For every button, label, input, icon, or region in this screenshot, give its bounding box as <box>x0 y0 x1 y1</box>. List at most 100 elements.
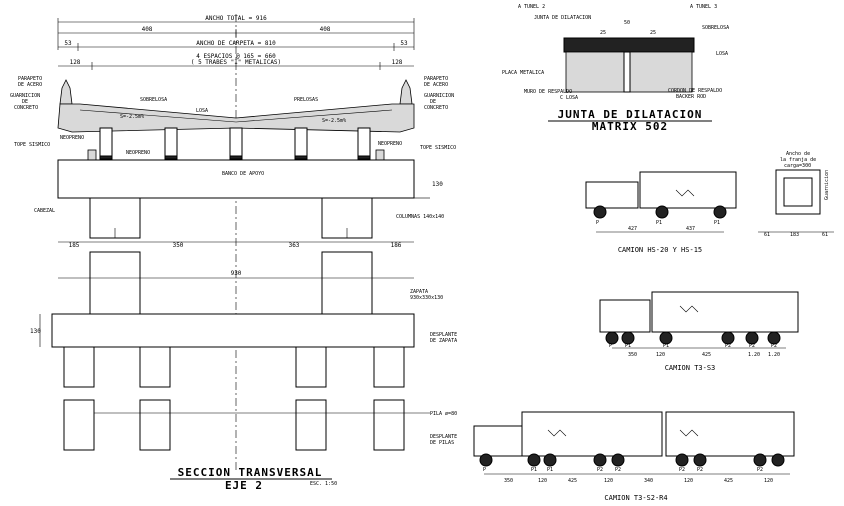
steel-girders <box>99 127 371 160</box>
joint-cordon-1: CORDON DE RESPALDO <box>668 88 722 94</box>
truck2-wheel <box>621 331 635 345</box>
truck3-axle-label: P2 <box>697 467 703 473</box>
label-neopreno-l: NEOPRENO <box>60 135 84 141</box>
truck3-dim-label: 425 <box>724 478 733 484</box>
truck1-axle-p1a: P1 <box>656 220 662 226</box>
dim-185: 185 <box>69 242 80 249</box>
end-ancho-1: Ancho de <box>786 151 810 157</box>
label-de-l: DE <box>22 99 28 105</box>
truck2-wheel <box>721 331 735 345</box>
truck3-dim-label: 425 <box>568 478 577 484</box>
label-desplante-pilas-2: DE PILAS <box>430 440 454 446</box>
truck1-axle-p: P <box>596 220 599 226</box>
joint-overlay-slab <box>563 37 695 53</box>
label-guarnicion-l: GUARNICION <box>10 93 40 99</box>
truck1-dim-437: 437 <box>686 226 695 232</box>
label-parapeto-l: PARAPETO <box>18 76 42 82</box>
dim-186: 186 <box>391 242 402 249</box>
truck2-axle-label: P2 <box>725 343 731 349</box>
truck2-dim-label: 350 <box>628 352 637 358</box>
truck3-wheel <box>611 453 625 467</box>
truck2-dim-label: 1.20 <box>748 352 760 358</box>
truck3-axle-label: P2 <box>597 467 603 473</box>
label-guarnicion-r: GUARNICION <box>424 93 454 99</box>
piles <box>63 346 405 451</box>
label-zapata-dim: 930x330x130 <box>410 295 443 301</box>
dim-130-cap: 130 <box>432 181 443 188</box>
truck3-dim-label: 350 <box>504 478 513 484</box>
label-columnas: COLUMNAS 140x140 <box>396 214 444 220</box>
joint-tunel-right: A TUNEL 3 <box>690 4 717 10</box>
truck2-dim-label: 120 <box>656 352 665 358</box>
truck2-axle-label: P2 <box>749 343 755 349</box>
label-de-acero-r: DE ACERO <box>424 82 448 88</box>
dim-130-footing: 130 <box>30 328 41 335</box>
dim-408-right: 408 <box>320 26 331 33</box>
deck-slab <box>57 103 415 133</box>
truck3-wheel <box>543 453 557 467</box>
end-ancho-3: carga=300 <box>784 163 811 169</box>
truck2-axle-label: P <box>609 343 612 349</box>
label-tope-sismico-l: TOPE SISMICO <box>14 142 50 148</box>
parapet-left <box>59 79 73 105</box>
column-right-lower <box>321 251 373 315</box>
joint-muro-2: C LOSA <box>560 95 578 101</box>
truck3-wheel <box>771 453 785 467</box>
footing <box>51 313 415 348</box>
dim-128-right: 128 <box>392 59 403 66</box>
truck2-wheel <box>659 331 673 345</box>
dim-128-left: 128 <box>70 59 81 66</box>
truck3-dim-label: 120 <box>764 478 773 484</box>
truck3-cab <box>473 425 523 457</box>
joint-tunel-left: A TUNEL 2 <box>518 4 545 10</box>
dim-363: 363 <box>289 242 300 249</box>
truck3-axle-label: P2 <box>615 467 621 473</box>
dim-53-right: 53 <box>400 40 408 47</box>
parapet-right <box>399 79 413 105</box>
truck3-axle-label: P1 <box>531 467 537 473</box>
truck3-axle-label: P2 <box>757 467 763 473</box>
truck1-dim-427: 427 <box>628 226 637 232</box>
truck3-axle-label: P2 <box>679 467 685 473</box>
truck3-dim-label: 120 <box>684 478 693 484</box>
dim-350: 350 <box>173 242 184 249</box>
truck2-axle-label: P2 <box>771 343 777 349</box>
dim-carpet-width: ANCHO DE CARPETA = 810 <box>196 40 276 47</box>
truck2-cab <box>599 299 651 333</box>
truck3-axle-label: P <box>483 467 486 473</box>
dim-408-left: 408 <box>142 26 153 33</box>
label-de-acero-l: DE ACERO <box>18 82 42 88</box>
label-slope-left: S=-2.5m% <box>120 114 144 120</box>
end-dim-183: 183 <box>790 232 799 238</box>
label-concreto-l: CONCRETO <box>14 105 38 111</box>
truck1-cab <box>585 181 639 209</box>
label-pila: PILA ø=80 <box>430 411 457 417</box>
label-desplante-zapata-2: DE ZAPATA <box>430 338 457 344</box>
joint-sobrelosa: SOBRELOSA <box>702 25 729 31</box>
joint-label: JUNTA DE DILATACION <box>534 15 591 21</box>
joint-muro-1: MURO DE RESPALDO <box>524 89 572 95</box>
joint-dim-50: 50 <box>624 20 630 26</box>
truck3-wheel <box>479 453 493 467</box>
end-dim-61b: 61 <box>822 232 828 238</box>
label-parapeto-r: PARAPETO <box>424 76 448 82</box>
truck3-wheel <box>527 453 541 467</box>
label-tope-sismico-r: TOPE SISMICO <box>420 145 456 151</box>
truck3-trailer-1 <box>521 411 663 457</box>
joint-subtitle: MATRIX 502 <box>592 120 668 133</box>
joint-dim-25b: 25 <box>650 30 656 36</box>
label-desplante-pilas-1: DESPLANTE <box>430 434 457 440</box>
label-sobrelosa: SOBRELOSA <box>140 97 167 103</box>
truck-end-view: Ancho de la franja de carga=300 Guarnici… <box>758 151 834 238</box>
truck3-wheel <box>593 453 607 467</box>
dim-spacing: 4 ESPACIOS @ 165 = 660 <box>196 53 276 60</box>
section-scale: ESC. 1:50 <box>310 481 337 487</box>
end-guarnicion: Guarnicion <box>824 170 830 200</box>
joint-losa: LOSA <box>716 51 728 57</box>
expansion-joint-detail: A TUNEL 2 A TUNEL 3 JUNTA DE DILATACION … <box>502 4 729 133</box>
truck2-dim-label: 425 <box>702 352 711 358</box>
label-slope-right: S=-2.5m% <box>322 118 346 124</box>
label-prelosas: PRELOSAS <box>294 97 318 103</box>
